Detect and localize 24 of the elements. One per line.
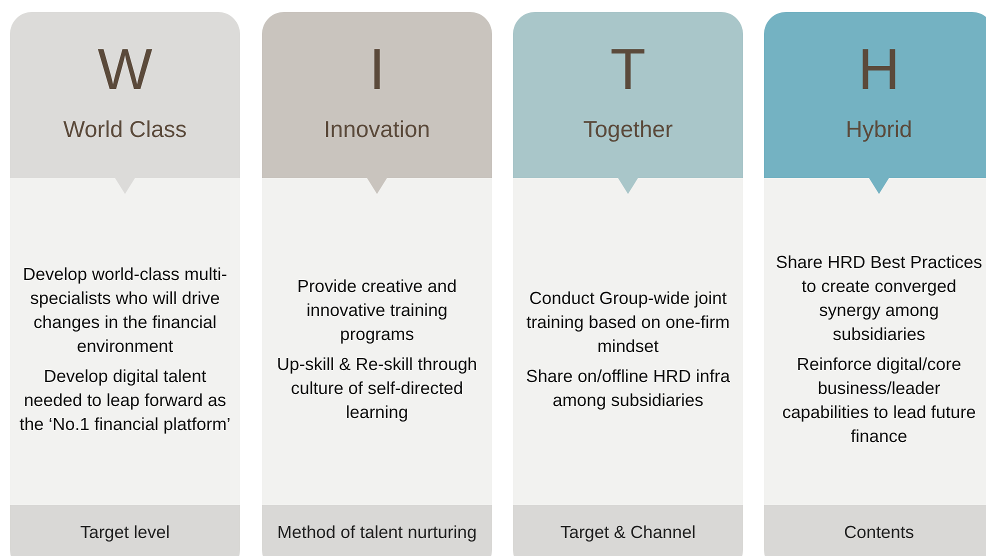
initial-letter: W [96,38,154,102]
footer-label: Target & Channel [559,521,697,544]
pillar-card [513,12,743,556]
pillar-card [10,12,240,556]
description-text: Develop world-class multi-specialists who will drive changes in the financial environment [22,263,228,358]
description-text: Provide creative and innovative training programs [296,275,458,346]
initial-letter: I [368,38,386,102]
pillar-title: Innovation [322,115,432,144]
pillar-card [262,12,492,556]
description-text: Develop digital talent needed to leap forward as the ‘No.1 financial platform’ [18,365,232,436]
description-text: Reinforce digital/core business/leader capabilities to lead future finance [781,353,977,448]
description-text: Share HRD Best Practices to create converged synergy among subsidiaries [774,251,984,346]
pillar-title: World Class [62,115,188,144]
description-text: Share on/offline HRD infra among subsidiaries [525,365,731,412]
initial-letter: H [857,38,901,102]
footer-label: Method of talent nurturing [276,521,478,544]
initial-letter: T [609,38,647,102]
pillar-title: Hybrid [844,115,914,144]
description-text: Up-skill & Re-skill through culture of self-directed learning [276,353,478,424]
footer-label: Target level [79,521,171,544]
footer-label: Contents [842,521,916,544]
pillar-title: Together [582,115,674,144]
pillar-card [764,12,986,556]
description-text: Conduct Group-wide joint training based on one-firm mindset [525,287,731,358]
